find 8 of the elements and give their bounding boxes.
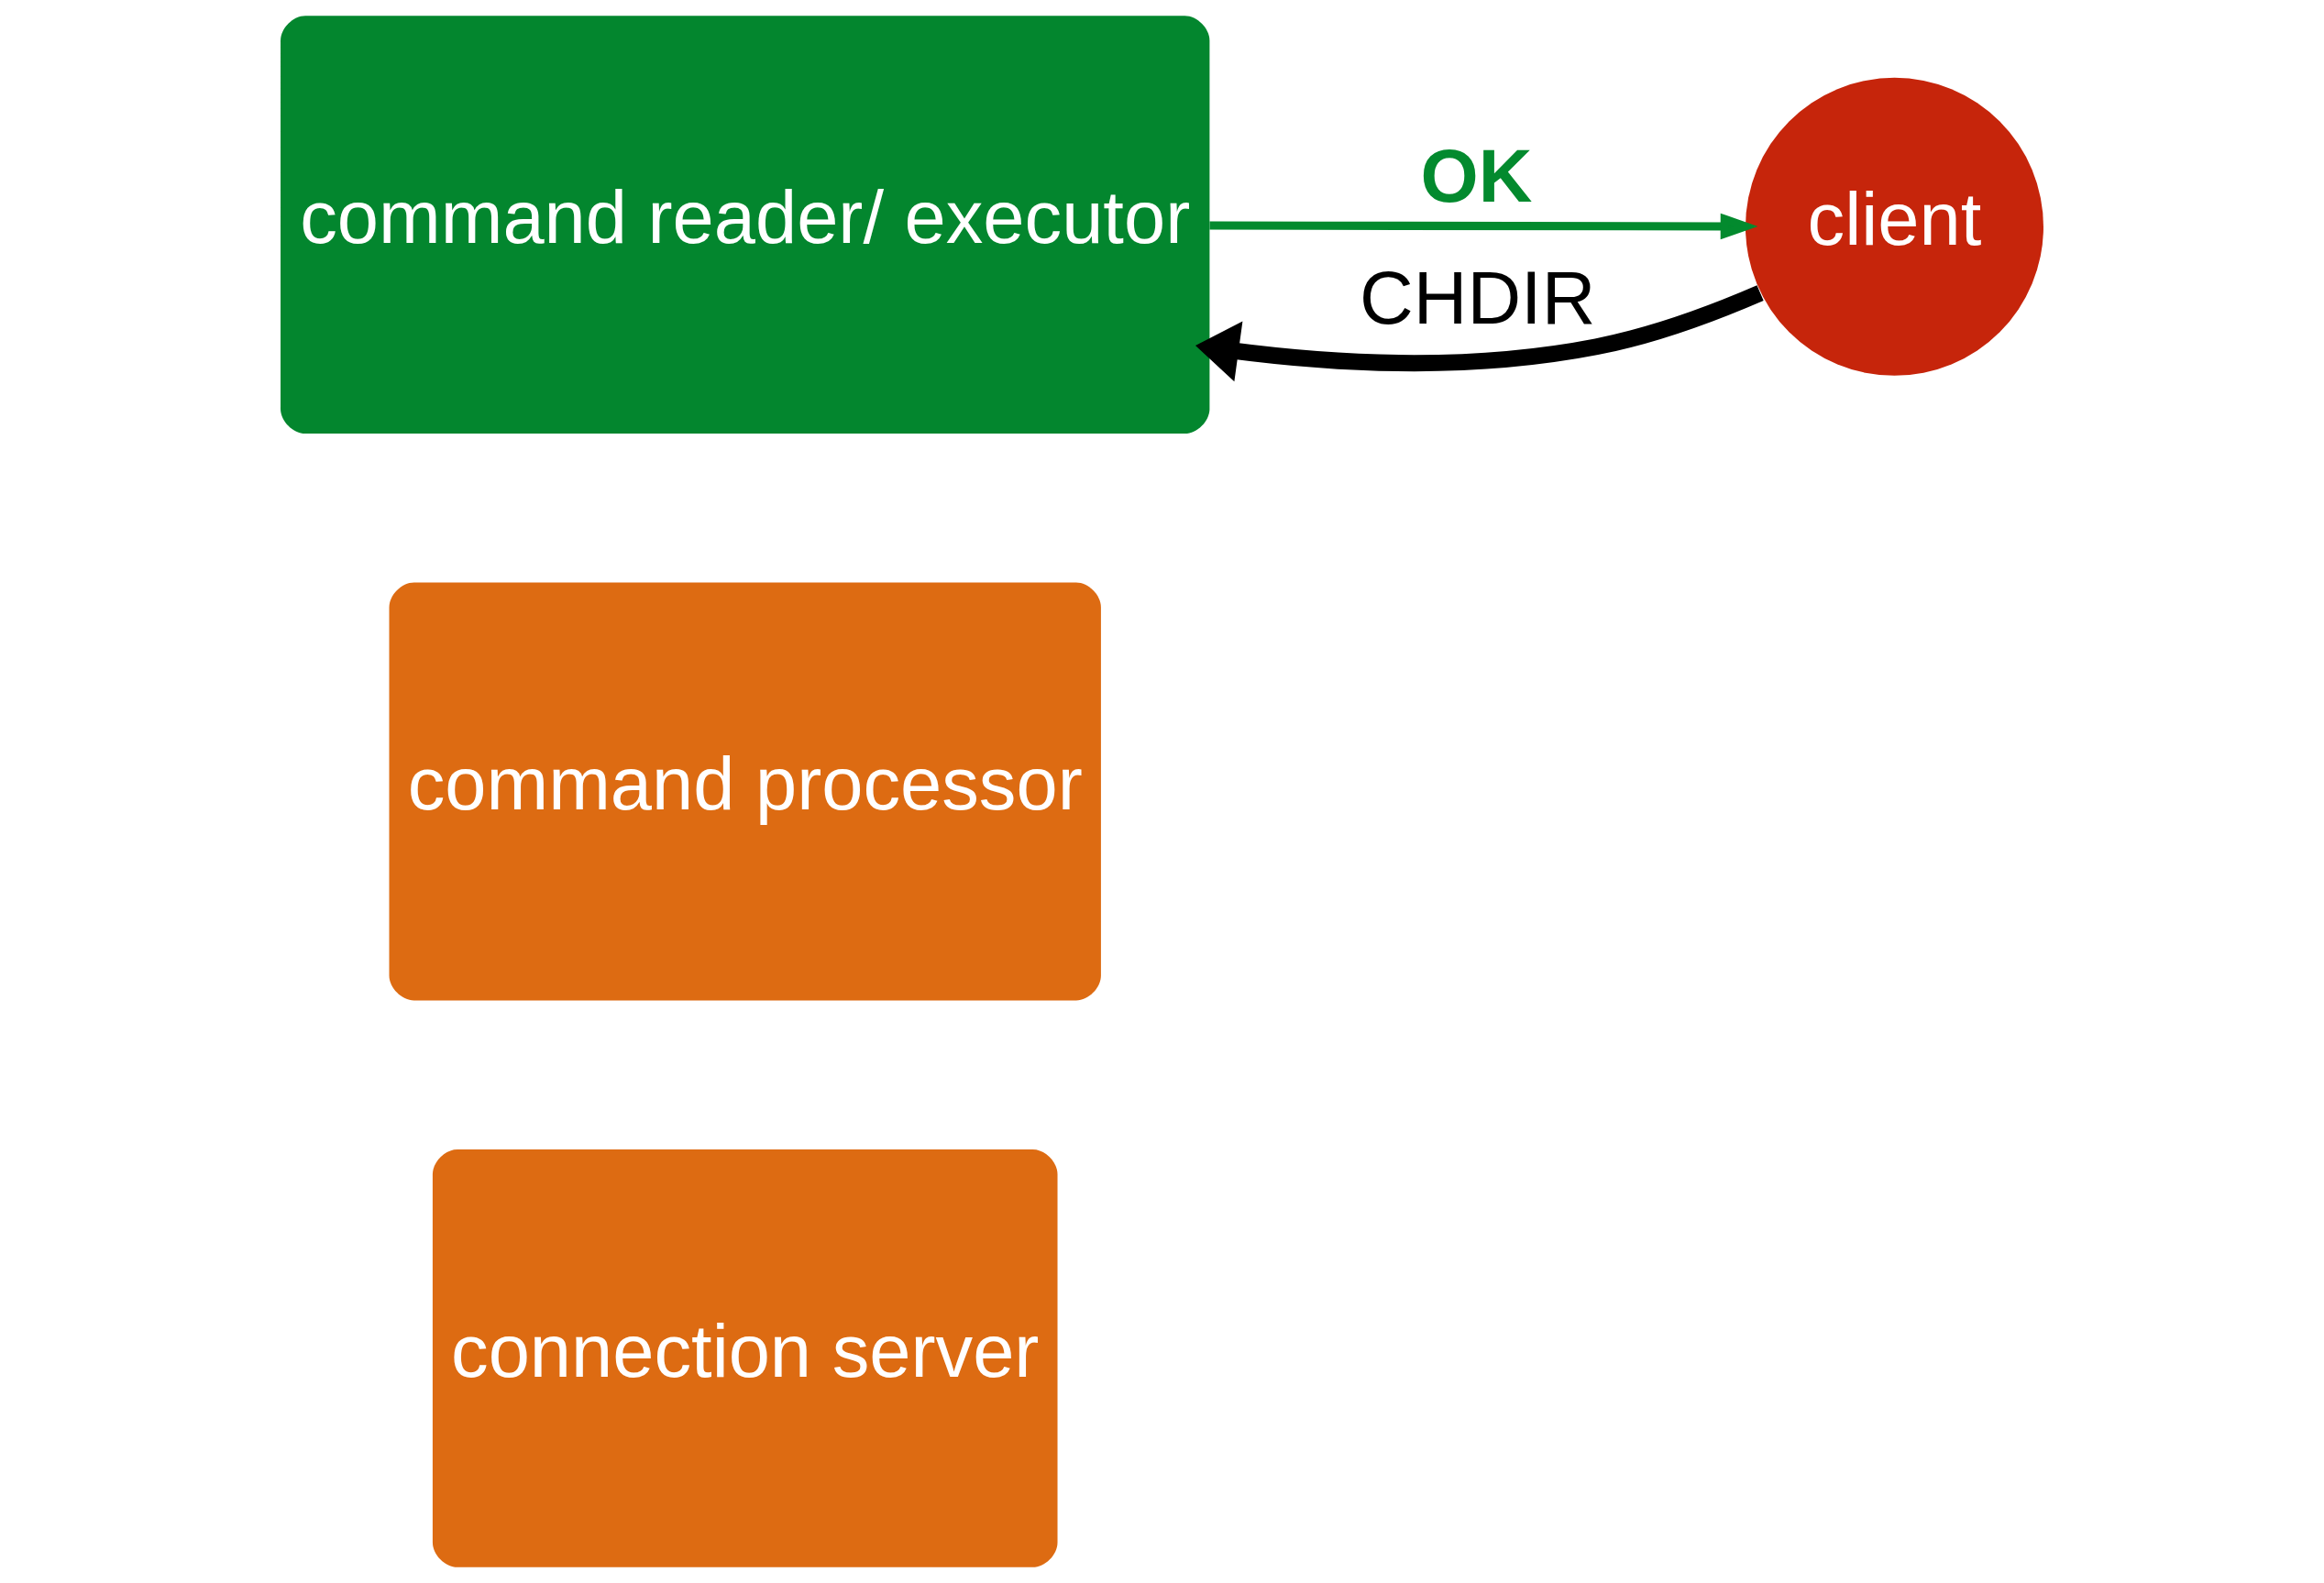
node-circle: client <box>1745 77 2043 376</box>
node-box: command reader/ executor <box>281 16 1210 434</box>
edge-label: OK <box>1420 133 1533 217</box>
node-box: connection server <box>432 1149 1058 1567</box>
arrow <box>1209 213 1758 240</box>
arrow <box>1195 285 1764 382</box>
node-box: command processor <box>389 582 1101 1001</box>
edge-label: CHDIR <box>1360 255 1596 339</box>
